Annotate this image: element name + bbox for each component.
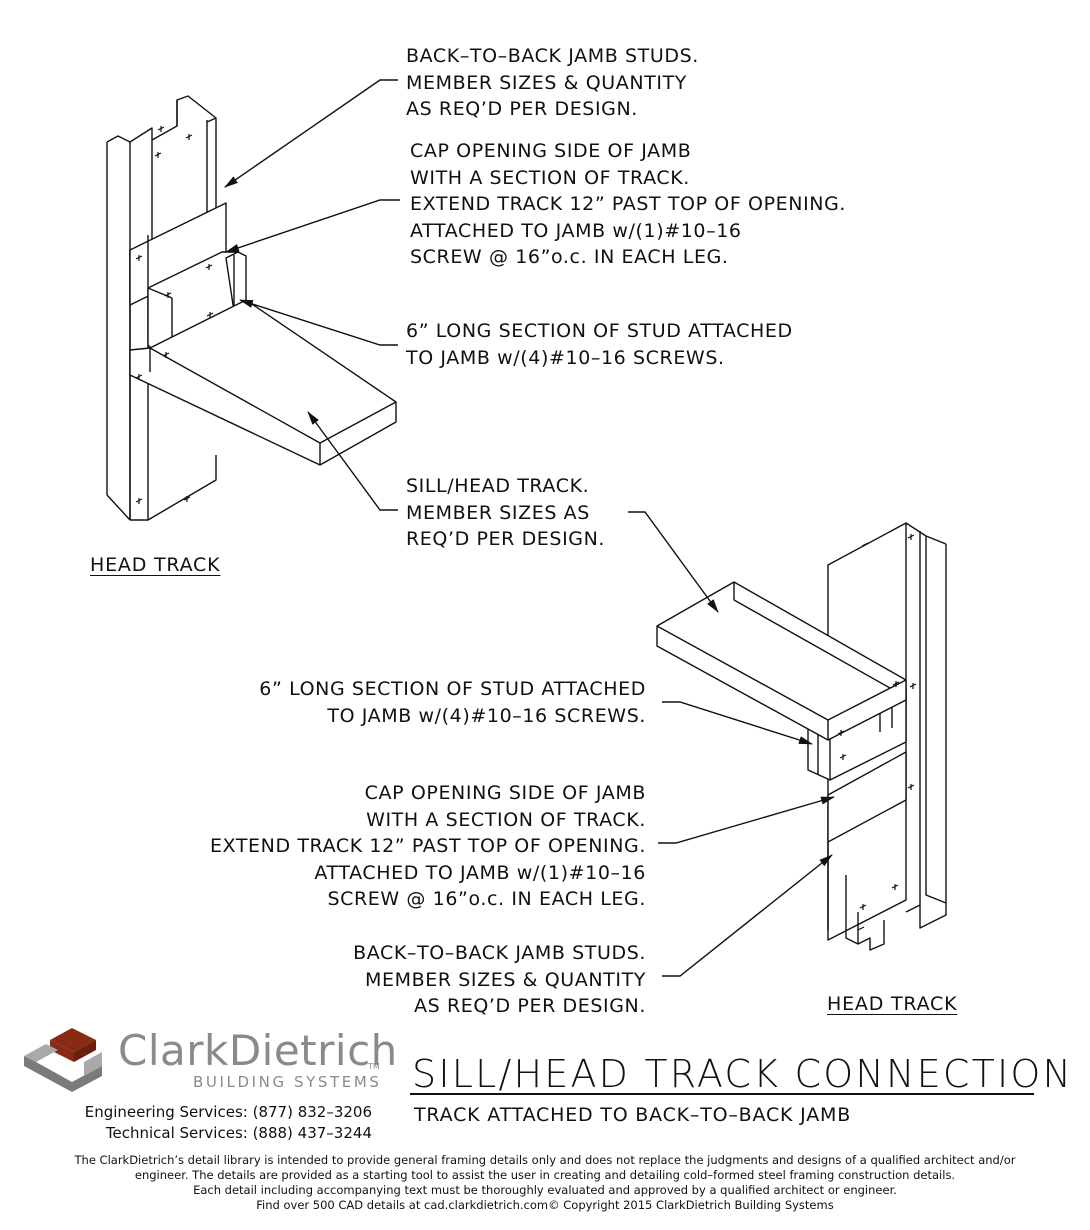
note-line: CAP OPENING SIDE OF JAMB <box>364 782 646 804</box>
bottom-note-jamb-studs: BACK–TO–BACK JAMB STUDS. MEMBER SIZES & … <box>353 940 646 1020</box>
bottom-note-stud-section: 6” LONG SECTION OF STUD ATTACHED TO JAMB… <box>259 676 646 729</box>
leader-top-stud-section <box>239 299 398 346</box>
leader-top-jamb-studs <box>224 79 398 188</box>
top-note-cap: CAP OPENING SIDE OF JAMB WITH A SECTION … <box>410 138 846 271</box>
leader-bottom-cap <box>658 796 835 844</box>
top-sill-head-track <box>129 299 397 466</box>
disclaimer-line: Each detail including accompanying text … <box>193 1183 897 1197</box>
leader-top-sill-track <box>307 411 398 511</box>
note-line: EXTEND TRACK 12” PAST TOP OF OPENING. <box>410 193 847 215</box>
note-line: 6” LONG SECTION OF STUD ATTACHED <box>259 678 646 700</box>
note-line: ATTACHED TO JAMB w/(1)#10–16 <box>410 219 742 242</box>
top-note-jamb-studs: BACK–TO–BACK JAMB STUDS. MEMBER SIZES & … <box>406 43 699 123</box>
leader-bottom-sill-track <box>628 511 719 613</box>
top-note-stud-section: 6” LONG SECTION OF STUD ATTACHED TO JAMB… <box>406 318 793 371</box>
note-line: 6” LONG SECTION OF STUD ATTACHED <box>406 320 793 342</box>
note-line: REQ’D PER DESIGN. <box>406 528 606 550</box>
brand-name: ClarkDietrich <box>118 1026 398 1075</box>
note-line: CAP OPENING SIDE OF JAMB <box>410 140 692 162</box>
bottom-sill-head-track <box>656 581 907 741</box>
note-line: MEMBER SIZES & QUANTITY <box>406 71 688 94</box>
top-note-sill-head-track: SILL/HEAD TRACK. MEMBER SIZES AS REQ’D P… <box>406 473 605 553</box>
note-line: AS REQ’D PER DESIGN. <box>406 98 638 120</box>
bottom-detail-caption: HEAD TRACK <box>827 993 958 1015</box>
bottom-detail-drawing <box>656 522 947 951</box>
note-line: SILL/HEAD TRACK. <box>406 475 590 497</box>
copyright: © Copyright 2015 ClarkDietrich Building … <box>548 1198 834 1212</box>
top-leaders <box>224 79 400 511</box>
title-underline <box>410 1093 1034 1095</box>
note-line: EXTEND TRACK 12” PAST TOP OF OPENING. <box>209 835 646 857</box>
disclaimer-footer: Find over 500 CAD details at cad.clarkdi… <box>20 1198 1070 1213</box>
brand-trademark: TM <box>368 1062 380 1071</box>
brand-subtitle: BUILDING SYSTEMS <box>193 1073 382 1091</box>
detail-subtitle: TRACK ATTACHED TO BACK–TO–BACK JAMB <box>414 1104 852 1126</box>
technical-services-phone: Technical Services: (888) 437–3244 <box>105 1124 372 1142</box>
website-link[interactable]: Find over 500 CAD details at cad.clarkdi… <box>256 1198 549 1212</box>
leader-bottom-stud-section <box>662 701 813 745</box>
disclaimer-line: The ClarkDietrich’s detail library is in… <box>74 1153 1016 1167</box>
note-line: MEMBER SIZES & QUANTITY <box>364 968 646 991</box>
bottom-jamb-stud-front <box>845 522 947 951</box>
note-line: MEMBER SIZES AS <box>406 501 590 524</box>
note-line: AS REQ’D PER DESIGN. <box>414 995 646 1017</box>
note-line: SCREW @ 16”o.c. IN EACH LEG. <box>327 888 646 910</box>
bottom-leaders <box>628 511 835 977</box>
top-screw-marks <box>135 126 214 504</box>
detail-title: SILL/HEAD TRACK CONNECTION <box>412 1052 1074 1096</box>
note-line: SCREW @ 16”o.c. IN EACH LEG. <box>410 246 729 268</box>
contact-info: Engineering Services: (877) 832–3206 Tec… <box>85 1102 372 1144</box>
engineering-services-phone: Engineering Services: (877) 832–3206 <box>84 1103 372 1121</box>
note-line: WITH A SECTION OF TRACK. <box>366 808 646 831</box>
disclaimer-line: engineer. The details are provided as a … <box>134 1168 956 1182</box>
clarkdietrich-logo-icon <box>24 1028 102 1092</box>
top-jamb-stud-back <box>106 135 131 521</box>
note-line: TO JAMB w/(4)#10–16 SCREWS. <box>327 704 646 727</box>
bottom-note-cap: CAP OPENING SIDE OF JAMB WITH A SECTION … <box>210 780 646 913</box>
note-line: BACK–TO–BACK JAMB STUDS. <box>406 45 699 67</box>
leader-bottom-jamb-studs <box>662 854 833 977</box>
top-detail-drawing <box>106 95 397 521</box>
note-line: ATTACHED TO JAMB w/(1)#10–16 <box>314 861 646 884</box>
note-line: BACK–TO–BACK JAMB STUDS. <box>353 942 646 964</box>
bottom-screw-marks <box>837 534 917 931</box>
top-detail-caption: HEAD TRACK <box>90 554 221 576</box>
disclaimer: The ClarkDietrich’s detail library is in… <box>20 1153 1070 1213</box>
note-line: WITH A SECTION OF TRACK. <box>410 166 690 189</box>
note-line: TO JAMB w/(4)#10–16 SCREWS. <box>406 346 725 369</box>
leader-top-cap <box>225 199 400 253</box>
